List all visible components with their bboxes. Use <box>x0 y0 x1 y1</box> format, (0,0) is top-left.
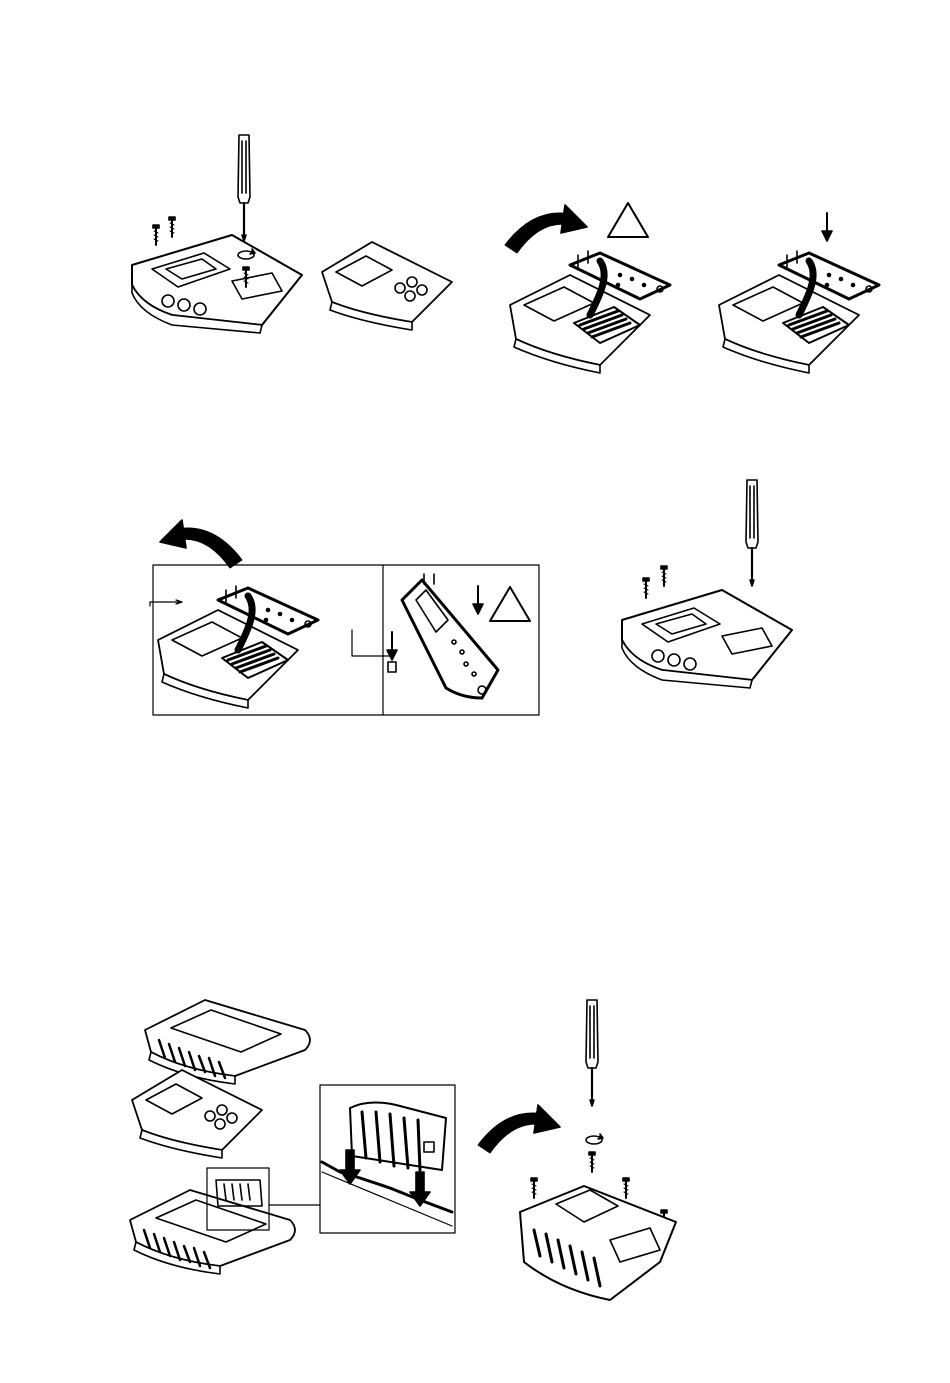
close-cover-callout <box>150 520 539 715</box>
lift-cover <box>505 203 670 373</box>
warning-triangle-icon <box>490 587 530 621</box>
warning-triangle-icon <box>608 203 648 237</box>
holster-screw-fastening <box>478 1000 676 1300</box>
curved-arrow-icon <box>478 1105 560 1153</box>
screw-icon <box>531 1178 537 1198</box>
battery-pack-icon <box>719 251 879 373</box>
clip-icon <box>350 1102 446 1170</box>
battery-compartment-open <box>719 213 879 373</box>
curved-arrow-icon <box>505 205 587 253</box>
refasten-screws <box>622 480 792 688</box>
meter-front-icon <box>322 242 452 330</box>
turn-meter-over <box>322 242 452 330</box>
screwdriver-icon <box>586 1000 598 1106</box>
screwdriver-icon <box>238 135 250 241</box>
down-arrow-icon <box>822 213 832 241</box>
meter-front-icon <box>132 1070 262 1158</box>
screw-icon <box>643 578 649 598</box>
clip-detail-callout <box>320 1085 455 1233</box>
plug-icon <box>387 632 397 672</box>
holster-top-icon <box>145 1000 310 1084</box>
screwdriver-icon <box>746 480 758 586</box>
holster-bottom-icon <box>130 1190 295 1274</box>
screw-icon <box>153 225 159 245</box>
holster-exploded-view <box>130 1000 320 1274</box>
curved-arrow-icon <box>160 520 242 568</box>
remove-screws <box>132 135 302 333</box>
